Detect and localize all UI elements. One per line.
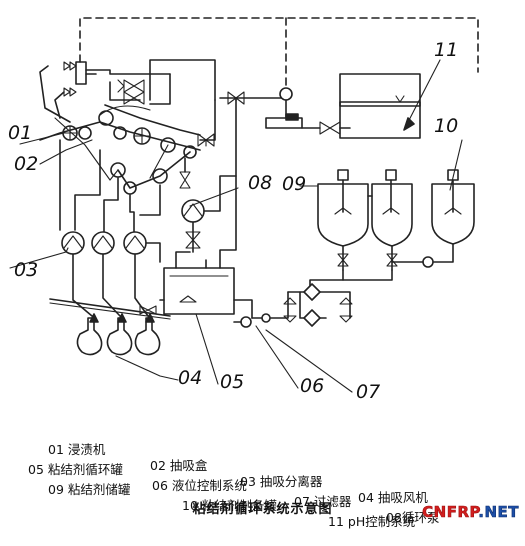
callout-02: 02: [14, 153, 38, 175]
legend-num: 06: [152, 478, 168, 493]
impregnation-machine: [39, 104, 201, 195]
legend-label: 粘结剂循环罐: [47, 462, 123, 477]
legend-item: 07 过滤器: [294, 494, 351, 510]
legend-row-3: 09 粘结剂储罐 10 粘结剂制备罐 11 pH控制系统: [0, 466, 415, 546]
supply-line-top: [219, 87, 351, 135]
legend-label: 粘结剂制备罐: [201, 498, 277, 513]
callout-05: 05: [220, 371, 244, 393]
legend-label: 抽吸盒: [169, 458, 208, 473]
circulation-pump: [181, 175, 237, 253]
suction-separators: [61, 231, 161, 317]
callout-10: 10: [434, 115, 458, 137]
legend-label: 过滤器: [313, 494, 352, 509]
legend-label: 粘结剂储罐: [67, 482, 131, 497]
legend-item: 03 抽吸分离器: [240, 474, 322, 490]
legend-num: 03: [240, 474, 256, 489]
callout-06: 06: [300, 375, 324, 397]
legend-label: 循环泵: [401, 510, 440, 525]
legend-item: 06 液位控制系统: [152, 478, 247, 494]
callout-04: 04: [178, 367, 202, 389]
feed-valve-manifold: [39, 59, 216, 141]
legend-label: pH控制系统: [347, 514, 416, 529]
callout-11: 11: [434, 39, 458, 61]
legend-item: 10 粘结剂制备罐: [182, 498, 277, 514]
callout-leaders: [9, 132, 353, 393]
legend-label: 浸渍机: [67, 442, 106, 457]
callout-07: 07: [356, 381, 380, 403]
legend-row-1: 01 浸渍机 02 抽吸盒 03 抽吸分离器 04 抽吸风机: [0, 426, 428, 522]
ph-control-system: [339, 59, 441, 139]
legend-num: 01: [48, 442, 64, 457]
legend-num: 10: [182, 498, 198, 513]
watermark-part2: .NET: [478, 503, 519, 522]
legend-item: 05 粘结剂循环罐: [28, 462, 123, 478]
legend-item: 02 抽吸盒: [150, 458, 207, 474]
legend-num: 08: [386, 510, 402, 525]
legend-item: 11 pH控制系统: [328, 514, 415, 530]
legend-item: 09 粘结剂储罐: [48, 482, 130, 498]
callout-08: 08: [248, 172, 272, 194]
suction-fans: [76, 313, 161, 356]
binder-storage-tanks: [309, 169, 413, 293]
legend-item: 04 抽吸风机: [358, 490, 428, 506]
suction-box-lines: [59, 139, 161, 233]
callout-01: 01: [8, 122, 32, 144]
legend-num: 05: [28, 462, 44, 477]
legend-item: 01 浸渍机: [48, 442, 105, 458]
machine-drain-valve: [179, 133, 215, 189]
filters: [251, 283, 353, 327]
site-watermark: CNFRP.NET: [422, 503, 519, 522]
control-signal-line: [79, 17, 479, 89]
legend-item: 08循环泵: [386, 510, 439, 526]
callout-09: 09: [282, 173, 306, 195]
legend-label: 抽吸风机: [377, 490, 428, 505]
binder-preparation-tank: [391, 139, 475, 268]
legend-num: 11: [328, 514, 344, 529]
legend-num: 07: [294, 494, 310, 509]
legend-label: 液位控制系统: [171, 478, 247, 493]
legend-row-2: 05 粘结剂循环罐 06 液位控制系统 07 过滤器 08循环泵: [0, 446, 439, 542]
binder-circulation-tank: [159, 97, 286, 319]
binder-circulation-diagram: 01 02 03 04 05 06 07 08 09 10 11: [8, 17, 479, 403]
legend-label: 抽吸分离器: [259, 474, 323, 489]
legend: 01 浸渍机 02 抽吸盒 03 抽吸分离器 04 抽吸风机 05 粘结剂循环罐…: [0, 0, 525, 529]
level-control-system: [233, 316, 252, 328]
diagram-caption: 粘结剂循环系统示意图: [192, 502, 333, 517]
legend-num: 02: [150, 458, 166, 473]
callout-03: 03: [14, 259, 38, 281]
watermark-part1: CNFRP: [422, 503, 479, 522]
legend-num: 09: [48, 482, 64, 497]
legend-num: 04: [358, 490, 374, 505]
blower-header: [49, 298, 171, 320]
